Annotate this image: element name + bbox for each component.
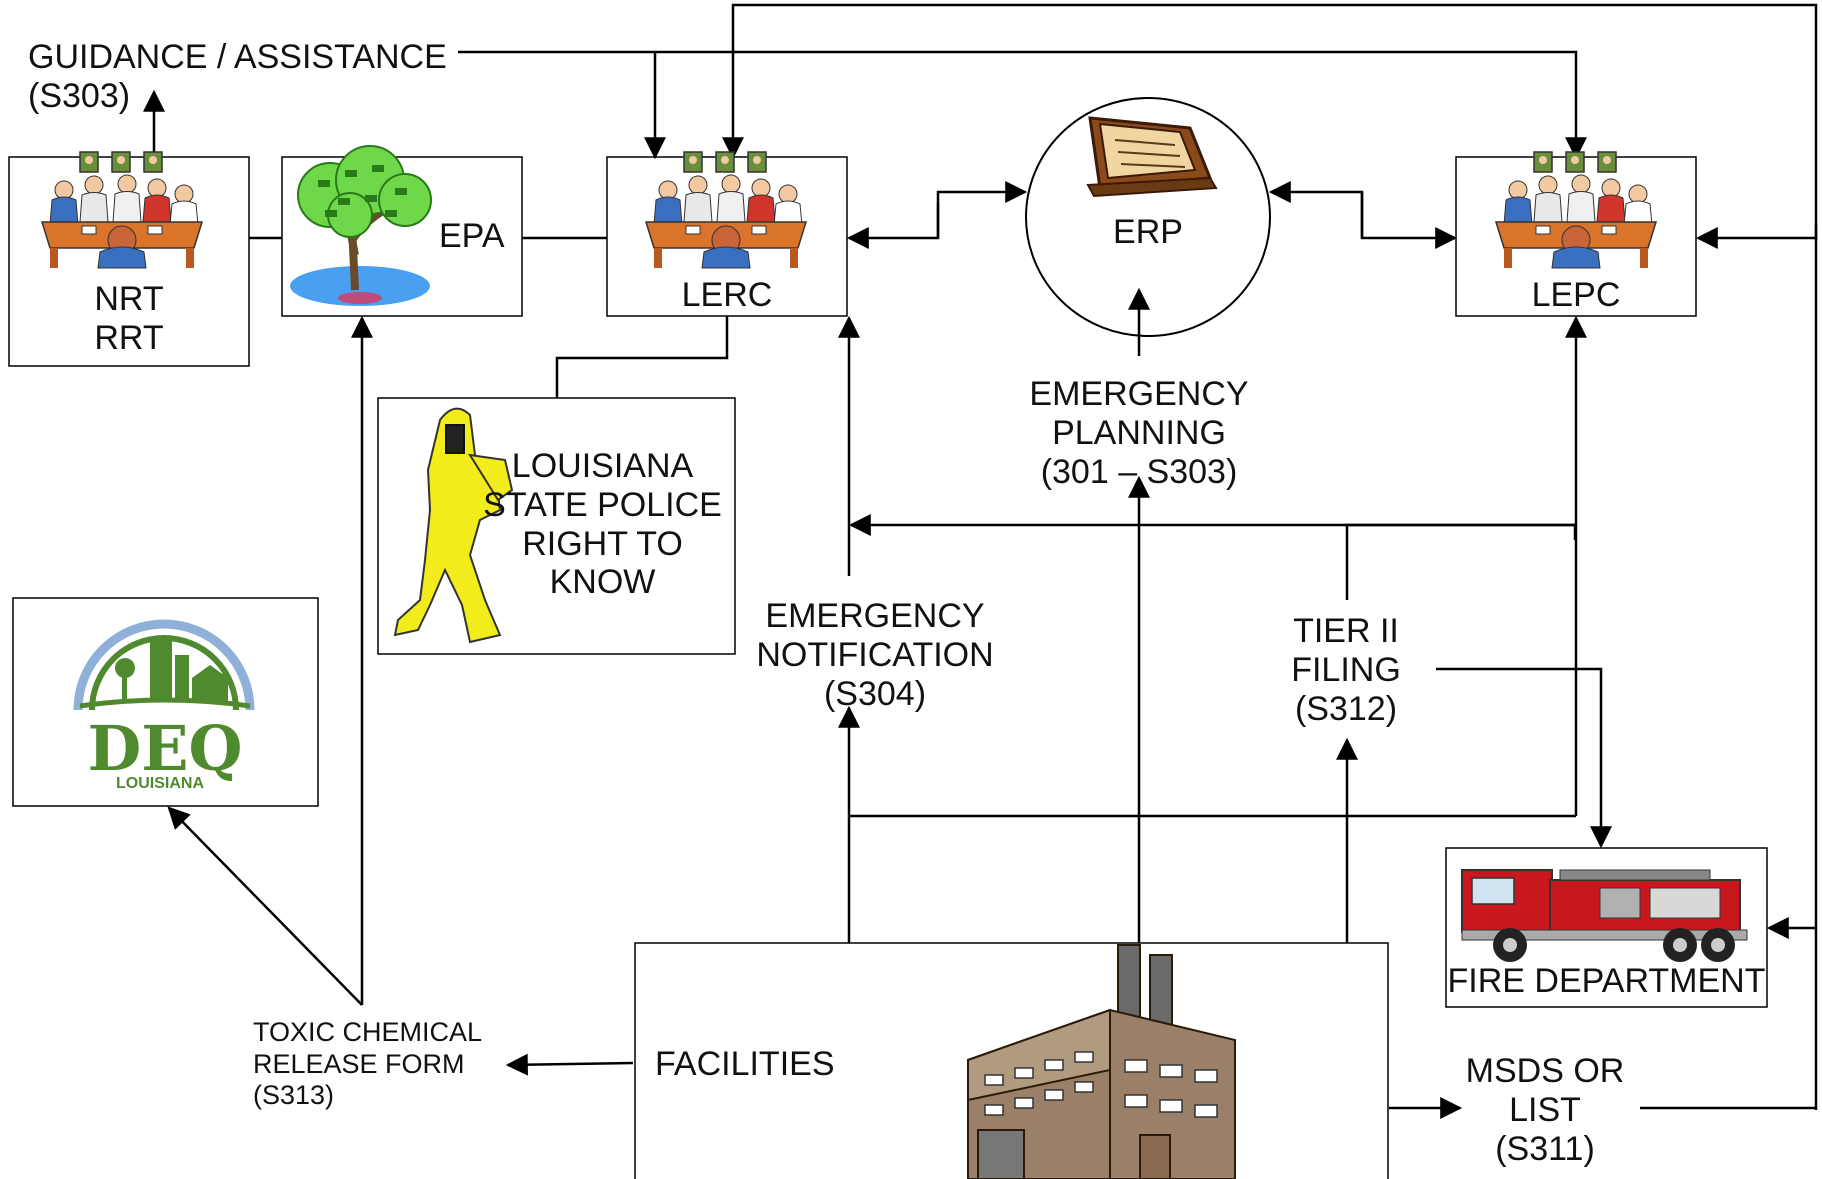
lerc-label: LERC [607, 276, 847, 315]
erp-text: ERP [1113, 213, 1183, 251]
fire-truck-icon [1461, 869, 1748, 962]
emergency-planning-line-2: PLANNING [1052, 413, 1226, 452]
nrt-line-2: RRT [94, 318, 164, 357]
hazmat-suit-icon [393, 407, 514, 644]
deq-logo: DEQ LOUISIANA [73, 619, 255, 792]
tier2-line-3: (S312) [1294, 689, 1398, 728]
state-police-line-4: KNOW [549, 563, 656, 602]
toxic-line-1: TOXIC CHEMICAL [253, 1017, 483, 1047]
fire-department-text: FIRE DEPARTMENT [1447, 962, 1766, 1000]
emergency-notification-line-3: (S304) [823, 674, 927, 713]
deq-logo-text: DEQ [87, 712, 242, 785]
epa-label: EPA [439, 217, 505, 256]
msds-line-1: MSDS OR [1465, 1052, 1625, 1090]
tier-ii-filing-label: TIER II FILING (S312) [1256, 612, 1436, 728]
emergency-planning-label: EMERGENCY PLANNING (301 – S303) [1009, 375, 1269, 491]
factory-icon [967, 944, 1236, 1179]
facilities-text: FACILITIES [655, 1045, 835, 1083]
tier2-line-2: FILING [1291, 650, 1401, 689]
epa-text: EPA [439, 217, 505, 255]
emergency-planning-line-1: EMERGENCY [1029, 375, 1249, 413]
lepc-text: LEPC [1531, 276, 1621, 314]
guidance-line-1: GUIDANCE / ASSISTANCE [28, 38, 447, 76]
arrows [143, 3, 1818, 1119]
erp-label: ERP [1026, 213, 1270, 252]
nrt-line-1: NRT [94, 280, 164, 318]
erp-ellipse [1025, 97, 1271, 337]
msds-line-2: LIST [1509, 1090, 1581, 1129]
money-tree-icon [290, 145, 432, 306]
facilities-label: FACILITIES [655, 1045, 835, 1084]
emergency-planning-line-3: (301 – S303) [1040, 452, 1238, 491]
lepc-label: LEPC [1456, 276, 1696, 315]
msds-line-3: (S311) [1495, 1129, 1595, 1168]
book-icon [1086, 116, 1218, 198]
emergency-notification-line-2: NOTIFICATION [756, 635, 994, 674]
fire-department-label: FIRE DEPARTMENT [1446, 962, 1767, 1001]
state-police-line-1: LOUISIANA [511, 447, 694, 485]
guidance-line-2: (S303) [28, 76, 131, 115]
deq-logo-subtext: LOUISIANA [116, 775, 204, 792]
emergency-notification-label: EMERGENCY NOTIFICATION (S304) [745, 597, 1005, 713]
toxic-line-2: RELEASE FORM [253, 1048, 465, 1079]
state-police-label: LOUISIANA STATE POLICE RIGHT TO KNOW [480, 447, 725, 602]
tier2-line-1: TIER II [1293, 612, 1399, 650]
guidance-assistance-label: GUIDANCE / ASSISTANCE (S303) [28, 38, 447, 116]
state-police-line-3: RIGHT TO [522, 524, 683, 563]
toxic-chemical-release-label: TOXIC CHEMICAL RELEASE FORM (S313) [253, 1017, 482, 1112]
state-police-line-2: STATE POLICE [483, 485, 722, 524]
toxic-line-3: (S313) [253, 1080, 335, 1111]
nrt-rrt-label: NRT RRT [9, 280, 249, 358]
msds-label: MSDS OR LIST (S311) [1450, 1052, 1640, 1168]
emergency-notification-line-1: EMERGENCY [765, 597, 985, 635]
lerc-text: LERC [681, 276, 773, 314]
